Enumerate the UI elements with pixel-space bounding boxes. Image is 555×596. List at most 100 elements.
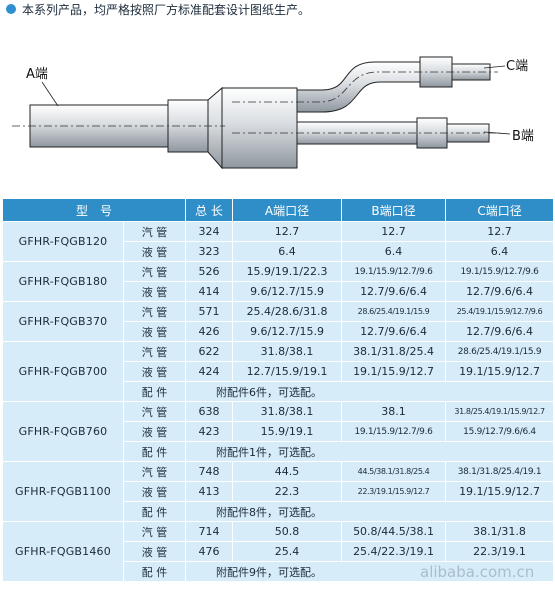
b-port-size: 19.1/15.9/12.7/9.6 bbox=[341, 261, 447, 282]
model-name: GFHR-FQGB1100 bbox=[2, 461, 124, 522]
model-name: GFHR-FQGB760 bbox=[2, 401, 124, 462]
pipe-kind: 配 件 bbox=[122, 561, 187, 582]
table-row: GFHR-FQGB120 汽 管 324 12.7 12.7 12.7 bbox=[2, 221, 555, 262]
table-row: GFHR-FQGB760 汽 管 638 31.8/38.1 38.1 31.8… bbox=[2, 401, 555, 462]
total-length: 426 bbox=[185, 321, 234, 342]
c-port-size: 12.7 bbox=[445, 221, 555, 242]
total-length: 476 bbox=[185, 541, 234, 562]
bullet-icon bbox=[6, 4, 16, 14]
table-row: GFHR-FQGB700 汽 管 622 31.8/38.1 38.1/31.8… bbox=[2, 341, 555, 402]
pipe-kind: 配 件 bbox=[122, 441, 187, 462]
a-port-size: 9.6/12.7/15.9 bbox=[232, 281, 343, 302]
model-name: GFHR-FQGB180 bbox=[2, 261, 124, 302]
header-length: 总 长 bbox=[185, 198, 234, 222]
c-port-size: 19.1/15.9/12.7 bbox=[445, 361, 555, 382]
pipe-kind: 汽 管 bbox=[122, 301, 187, 322]
pipe-kind: 液 管 bbox=[122, 361, 187, 382]
c-port-size: 12.7/9.6/6.4 bbox=[445, 321, 555, 342]
spec-table: 型 号 总 长 A端口径 B端口径 C端口径 GFHR-FQGB120 汽 管 … bbox=[1, 198, 555, 582]
pipe-kind: 汽 管 bbox=[122, 221, 187, 242]
watermark: alibaba.com.cn bbox=[420, 563, 535, 581]
a-port-size: 31.8/38.1 bbox=[232, 401, 343, 422]
model-name: GFHR-FQGB120 bbox=[2, 221, 124, 262]
table-row: 液 管 424 12.7/15.9/19.1 19.1/15.9/12.7 19… bbox=[3, 361, 555, 382]
b-port-size: 19.1/15.9/12.7 bbox=[341, 361, 447, 382]
pipe-kind: 液 管 bbox=[122, 281, 187, 302]
total-length: 423 bbox=[185, 421, 234, 442]
table-row: GFHR-FQGB180 汽 管 526 15.9/19.1/22.3 19.1… bbox=[2, 261, 555, 302]
pipe-kind: 配 件 bbox=[122, 501, 187, 522]
model-name: GFHR-FQGB1460 bbox=[2, 521, 124, 582]
model-name: GFHR-FQGB370 bbox=[2, 301, 124, 342]
total-length: 714 bbox=[185, 521, 234, 542]
a-port-size: 25.4/28.6/31.8 bbox=[232, 301, 343, 322]
b-port-size: 25.4/22.3/19.1 bbox=[341, 541, 447, 562]
pipe-kind: 液 管 bbox=[122, 421, 187, 442]
c-port-size: 12.7/9.6/6.4 bbox=[445, 281, 555, 302]
a-port-size: 15.9/19.1/22.3 bbox=[232, 261, 343, 282]
c-port-size: 19.1/15.9/12.7/9.6 bbox=[445, 261, 555, 282]
pipe-kind: 配 件 bbox=[122, 381, 187, 402]
c-bend bbox=[296, 61, 421, 113]
c-port-size: 25.4/19.1/15.9/12.7/9.6 bbox=[445, 301, 555, 322]
total-length: 323 bbox=[185, 241, 234, 262]
b-port-size: 12.7 bbox=[341, 221, 447, 242]
total-length: 526 bbox=[185, 261, 234, 282]
total-length: 414 bbox=[185, 281, 234, 302]
table-row: 液 管 426 9.6/12.7/15.9 12.7/9.6/6.4 12.7/… bbox=[3, 321, 555, 342]
a-port-size: 15.9/19.1 bbox=[232, 421, 343, 442]
branch-body bbox=[221, 87, 298, 169]
pipe-kind: 液 管 bbox=[122, 481, 187, 502]
header-b-port: B端口径 bbox=[341, 198, 447, 222]
pipe-kind: 汽 管 bbox=[122, 401, 187, 422]
pipe-kind: 液 管 bbox=[122, 541, 187, 562]
a-port-size: 6.4 bbox=[232, 241, 343, 262]
total-length: 424 bbox=[185, 361, 234, 382]
a-port-size: 12.7/15.9/19.1 bbox=[232, 361, 343, 382]
b-port-size: 12.7/9.6/6.4 bbox=[341, 281, 447, 302]
b-port-size: 19.1/15.9/12.7/9.6 bbox=[341, 421, 447, 442]
c-end-label: C端 bbox=[506, 59, 528, 74]
a-port-size: 12.7 bbox=[232, 221, 343, 242]
pipe-diagram: A端 C端 B端 bbox=[12, 56, 534, 170]
header-c-port: C端口径 bbox=[445, 198, 555, 222]
b-port-size: 38.1 bbox=[341, 401, 447, 422]
header-a-port: A端口径 bbox=[232, 198, 343, 222]
fitting-note: 附配件6件，可选配。 bbox=[185, 381, 555, 402]
a-end-label: A端 bbox=[26, 67, 48, 82]
pipe-kind: 汽 管 bbox=[122, 261, 187, 282]
expander-cone bbox=[207, 86, 223, 170]
table-row: GFHR-FQGB1460 汽 管 714 50.8 50.8/44.5/38.… bbox=[2, 521, 555, 582]
model-name: GFHR-FQGB700 bbox=[2, 341, 124, 402]
pipe-kind: 液 管 bbox=[122, 241, 187, 262]
a-port-size: 25.4 bbox=[232, 541, 343, 562]
fitting-note: 附配件1件，可选配。 bbox=[185, 441, 555, 462]
b-port-size: 28.6/25.4/19.1/15.9 bbox=[341, 301, 447, 322]
b-port-size: 12.7/9.6/6.4 bbox=[341, 321, 447, 342]
table-row: GFHR-FQGB1100 汽 管 748 44.5 44.5/38.1/31.… bbox=[2, 461, 555, 522]
table-row: 配 件 附配件1件，可选配。 bbox=[3, 441, 555, 462]
c-port-size: 38.1/31.8 bbox=[445, 521, 555, 542]
header-row: 型 号 总 长 A端口径 B端口径 C端口径 bbox=[1, 198, 555, 222]
total-length: 748 bbox=[185, 461, 234, 482]
c-port-size: 31.8/25.4/19.1/15.9/12.7 bbox=[445, 401, 555, 422]
intro-text: 本系列产品，均严格按照厂方标准配套设计图纸生产。 bbox=[22, 2, 311, 17]
b-port-size: 44.5/38.1/31.8/25.4 bbox=[341, 461, 447, 482]
total-length: 622 bbox=[185, 341, 234, 362]
b-port-size: 6.4 bbox=[341, 241, 447, 262]
a-port-size: 31.8/38.1 bbox=[232, 341, 343, 362]
c-port-size: 19.1/15.9/12.7 bbox=[445, 481, 555, 502]
b-end-label: B端 bbox=[512, 129, 534, 144]
table-row: 液 管 414 9.6/12.7/15.9 12.7/9.6/6.4 12.7/… bbox=[3, 281, 555, 302]
pipe-kind: 汽 管 bbox=[122, 521, 187, 542]
intro-note: 本系列产品，均严格按照厂方标准配套设计图纸生产。 bbox=[6, 0, 310, 18]
fitting-note: 附配件8件，可选配。 bbox=[185, 501, 555, 522]
b-port-size: 22.3/19.1/15.9/12.7 bbox=[341, 481, 447, 502]
b-port-size: 38.1/31.8/25.4 bbox=[341, 341, 447, 362]
c-port-size: 28.6/25.4/19.1/15.9 bbox=[445, 341, 555, 362]
a-port-size: 44.5 bbox=[232, 461, 343, 482]
c-port-size: 15.9/12.7/9.6/6.4 bbox=[445, 421, 555, 442]
pipe-kind: 液 管 bbox=[122, 321, 187, 342]
a-port-size: 9.6/12.7/15.9 bbox=[232, 321, 343, 342]
c-port-size: 22.3/19.1 bbox=[445, 541, 555, 562]
